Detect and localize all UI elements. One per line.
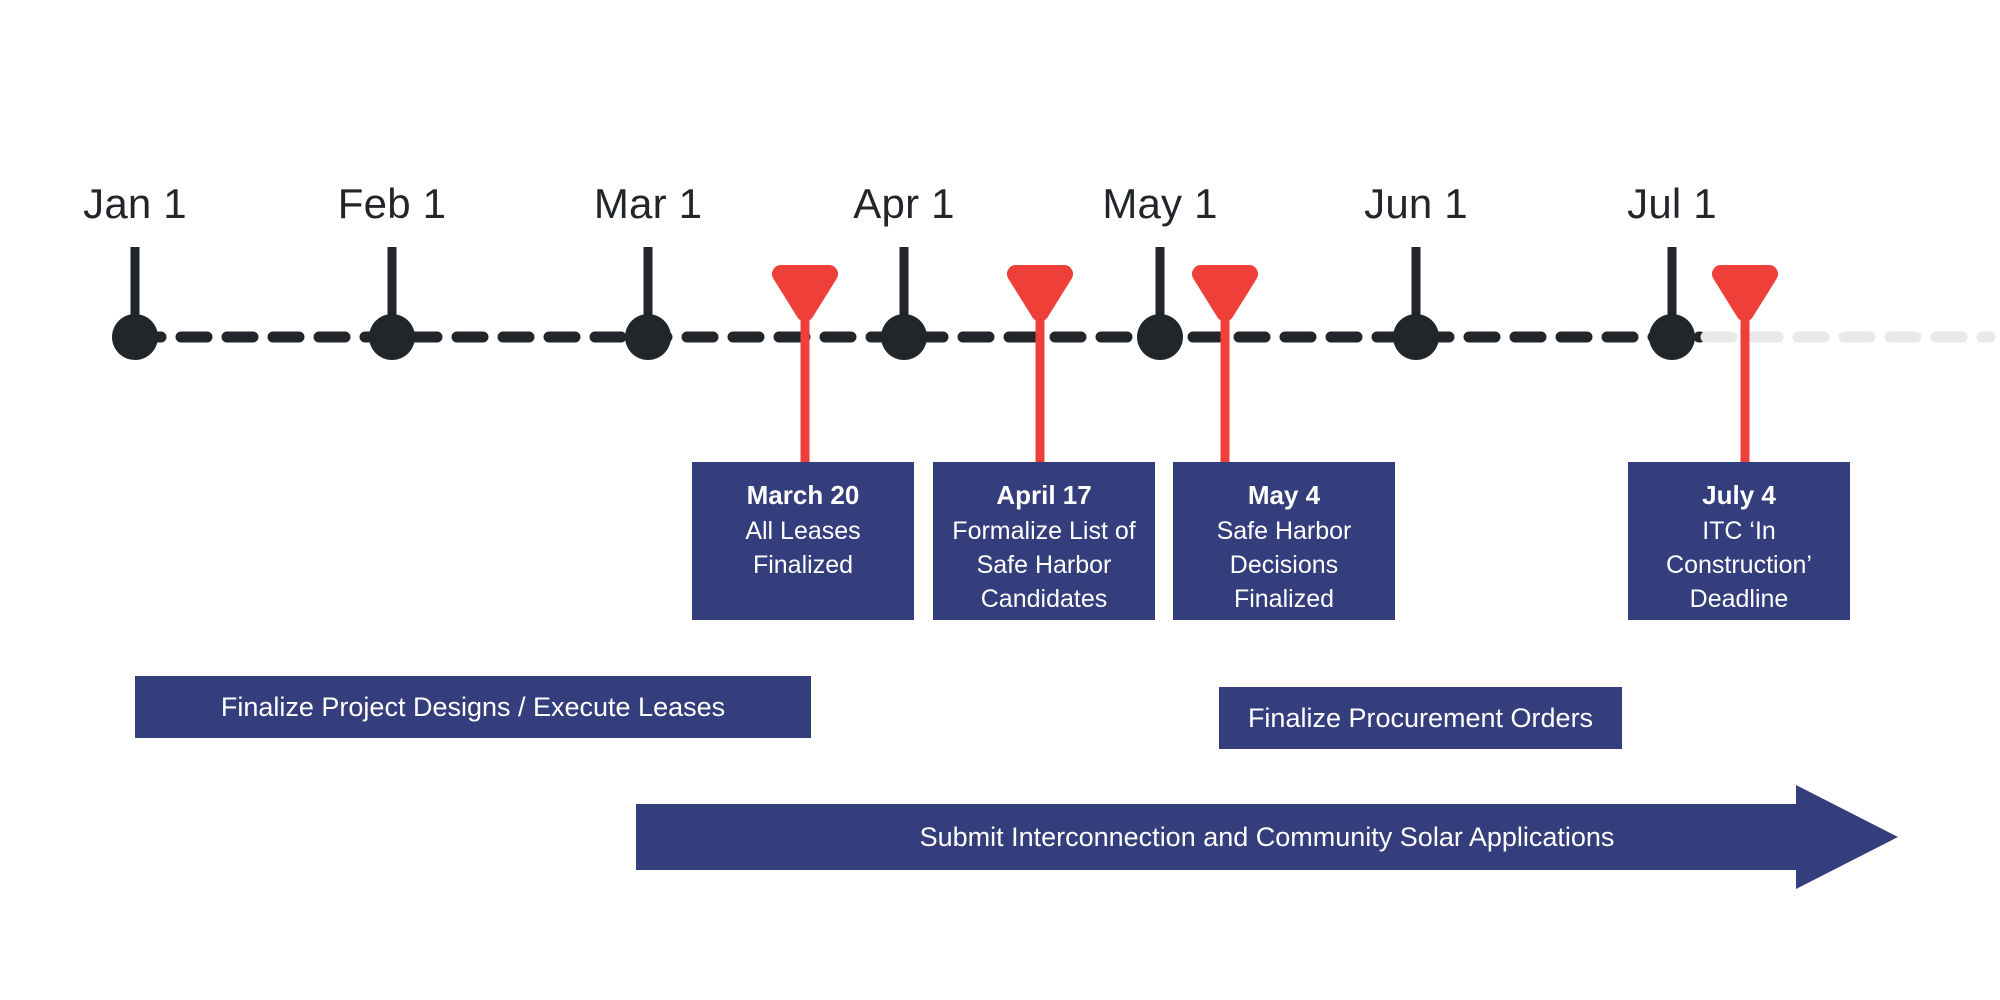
tick-label-apr-1: Apr 1 xyxy=(853,180,955,227)
workstream-bar-finalize-procurement-orders[interactable]: Finalize Procurement Orders xyxy=(1219,687,1622,749)
tick-stem-jan-1 xyxy=(130,247,140,317)
workstream-bar-finalize-project-designs[interactable]: Finalize Project Designs / Execute Lease… xyxy=(135,676,811,738)
workstream-arrow-submit-applications[interactable]: Submit Interconnection and Community Sol… xyxy=(636,785,1898,889)
milestone-pin-head-march-20[interactable] xyxy=(771,262,839,324)
milestone-date-july-4: July 4 xyxy=(1702,480,1776,510)
tick-dot-jan-1[interactable] xyxy=(112,314,158,360)
tick-dot-jun-1[interactable] xyxy=(1393,314,1439,360)
milestone-pin-stem-may-4 xyxy=(1220,282,1230,462)
tick-dot-jul-1[interactable] xyxy=(1649,314,1695,360)
tick-stem-feb-1 xyxy=(387,247,397,317)
milestone-pin-stem-july-4 xyxy=(1740,282,1750,462)
milestone-pin-head-july-4[interactable] xyxy=(1711,262,1779,324)
tick-dot-apr-1[interactable] xyxy=(881,314,927,360)
arrow-shape-icon xyxy=(636,785,1898,889)
tick-stem-apr-1 xyxy=(899,247,909,317)
tick-label-jan-1: Jan 1 xyxy=(83,180,187,227)
tick-stem-jul-1 xyxy=(1667,247,1677,317)
milestone-pin-stem-march-20 xyxy=(800,282,810,462)
tick-dot-may-1[interactable] xyxy=(1137,314,1183,360)
milestone-pin-head-april-17[interactable] xyxy=(1006,262,1074,324)
tick-label-mar-1: Mar 1 xyxy=(593,180,703,227)
tick-stem-may-1 xyxy=(1155,247,1165,317)
tick-stem-mar-1 xyxy=(643,247,653,317)
tick-label-may-1: May 1 xyxy=(1102,180,1218,227)
milestone-date-may-4: May 4 xyxy=(1247,480,1321,510)
tick-stem-jun-1 xyxy=(1411,247,1421,317)
milestone-date-april-17: April 17 xyxy=(996,480,1092,510)
tick-label-feb-1: Feb 1 xyxy=(337,180,447,227)
milestone-pin-head-may-4[interactable] xyxy=(1191,262,1259,324)
tick-dot-mar-1[interactable] xyxy=(625,314,671,360)
milestone-date-march-20: March 20 xyxy=(746,480,860,510)
tick-label-jul-1: Jul 1 xyxy=(1627,180,1717,227)
tick-dot-feb-1[interactable] xyxy=(369,314,415,360)
tick-label-jun-1: Jun 1 xyxy=(1364,180,1468,227)
milestone-pin-stem-april-17 xyxy=(1035,282,1045,462)
